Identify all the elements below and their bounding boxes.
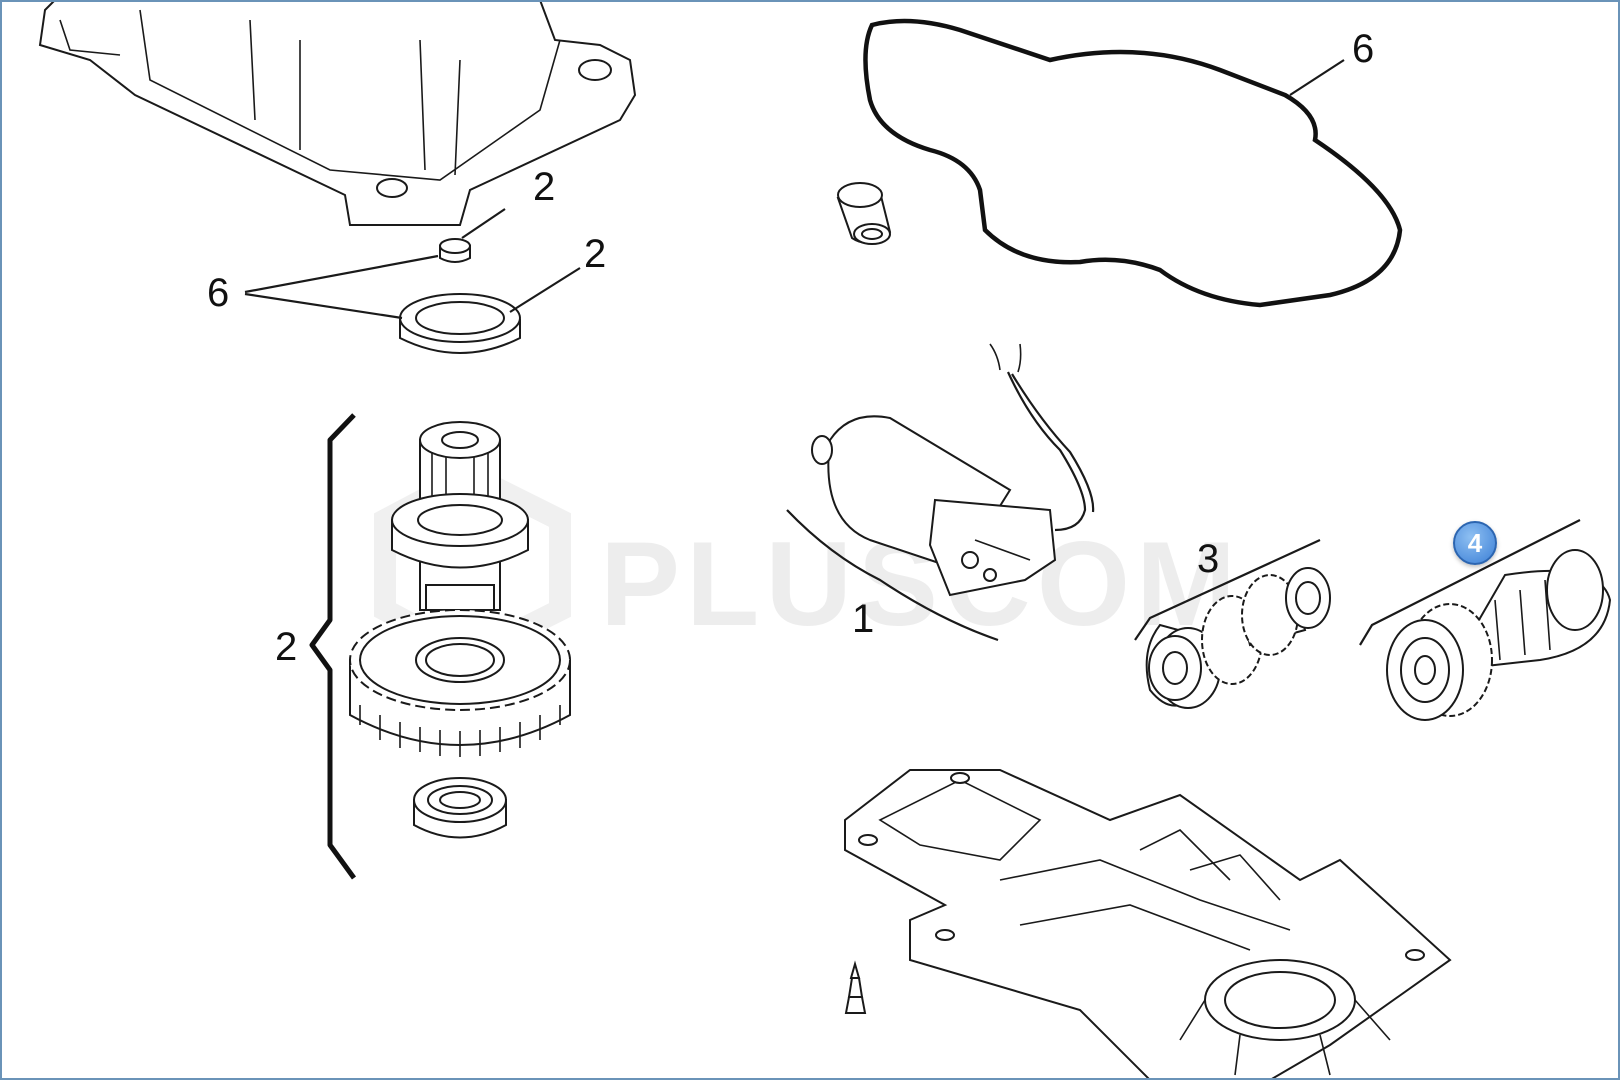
lower-bearing: [413, 777, 507, 839]
electric-motor: [811, 343, 1095, 597]
label-top-cap: 2: [533, 165, 555, 209]
gasket-seal: [863, 18, 1403, 308]
cable-gland: [836, 182, 892, 245]
plug-cap: [439, 238, 471, 263]
output-gear-cluster: [1386, 549, 1612, 721]
callout-badge-4[interactable]: 4: [1453, 521, 1497, 565]
label-gear-set: 3: [1197, 537, 1219, 581]
label-gear-group: 2: [275, 625, 297, 669]
label-seal-ring: 2: [584, 232, 606, 276]
mounting-screw: [844, 960, 867, 1014]
group-bracket: [309, 413, 357, 880]
seal-ring: [399, 293, 521, 354]
label-motor: 1: [852, 597, 874, 641]
upper-housing: [38, 0, 637, 226]
intermediate-gear-set: [1145, 567, 1331, 709]
label-gasket: 6: [1352, 27, 1374, 71]
gear-shaft-assembly: [349, 421, 571, 757]
lower-housing: [844, 769, 1452, 1080]
label-callout-left: 6: [207, 271, 229, 315]
